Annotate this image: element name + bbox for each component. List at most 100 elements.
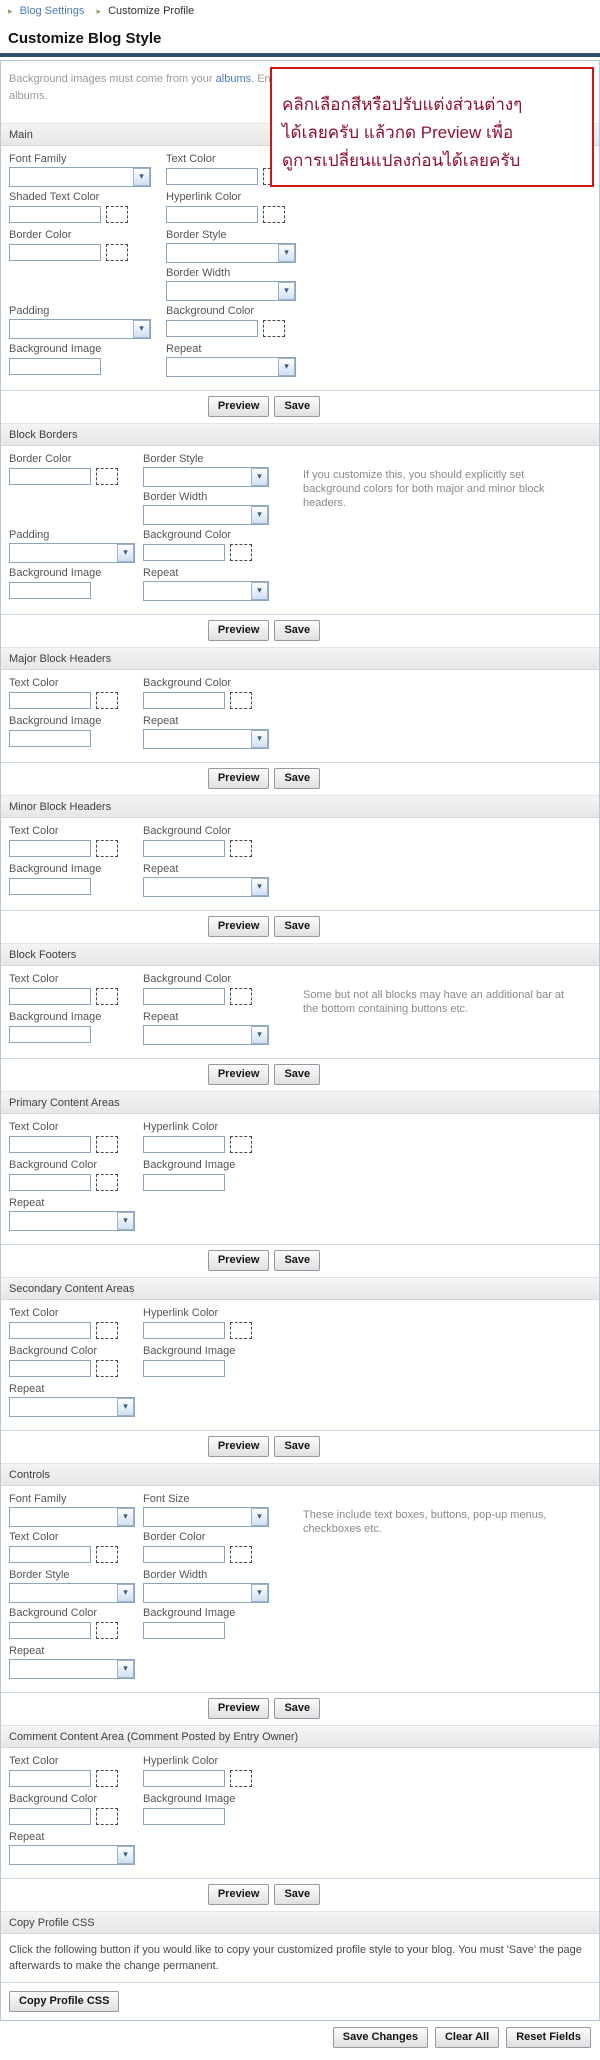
text-color-input[interactable] <box>9 840 91 857</box>
border-width-select[interactable]: ▾ <box>166 280 296 301</box>
repeat-select[interactable]: ▾ <box>143 1024 269 1045</box>
background-image-input[interactable] <box>143 1360 225 1377</box>
main-preview-button[interactable]: Preview <box>207 396 270 417</box>
background-image-input[interactable] <box>9 730 91 747</box>
albums-link[interactable]: albums <box>215 73 252 85</box>
block-borders-save-button[interactable]: Save <box>274 620 321 641</box>
background-image-input[interactable] <box>9 1026 91 1043</box>
repeat-select[interactable]: ▾ <box>9 1844 135 1865</box>
text-color-color-swatch[interactable] <box>96 840 118 857</box>
background-color-color-swatch[interactable] <box>96 1360 118 1377</box>
background-image-input[interactable] <box>9 878 91 895</box>
comment-content-area-save-button[interactable]: Save <box>274 1884 321 1905</box>
block-borders-preview-button[interactable]: Preview <box>207 620 270 641</box>
clear-all-button[interactable]: Clear All <box>434 2027 500 2048</box>
text-color-color-swatch[interactable] <box>96 988 118 1005</box>
background-color-color-swatch[interactable] <box>230 544 252 561</box>
controls-save-button[interactable]: Save <box>274 1698 321 1719</box>
background-color-input[interactable] <box>166 320 258 337</box>
text-color-color-swatch[interactable] <box>96 1136 118 1153</box>
repeat-select[interactable]: ▾ <box>9 1396 135 1417</box>
repeat-select[interactable]: ▾ <box>143 876 269 897</box>
border-color-color-swatch[interactable] <box>106 244 128 261</box>
major-block-headers-preview-button[interactable]: Preview <box>207 768 270 789</box>
border-color-color-swatch[interactable] <box>96 468 118 485</box>
background-image-input[interactable] <box>143 1808 225 1825</box>
reset-fields-button[interactable]: Reset Fields <box>506 2027 591 2048</box>
border-color-color-swatch[interactable] <box>230 1546 252 1563</box>
background-color-input[interactable] <box>9 1360 91 1377</box>
border-style-select[interactable]: ▾ <box>143 466 269 487</box>
background-image-input[interactable] <box>143 1622 225 1639</box>
main-save-button[interactable]: Save <box>274 396 321 417</box>
text-color-input[interactable] <box>9 692 91 709</box>
text-color-input[interactable] <box>166 168 258 185</box>
secondary-content-areas-save-button[interactable]: Save <box>274 1436 321 1457</box>
controls-preview-button[interactable]: Preview <box>207 1698 270 1719</box>
repeat-select[interactable]: ▾ <box>143 728 269 749</box>
minor-block-headers-preview-button[interactable]: Preview <box>207 916 270 937</box>
border-style-select[interactable]: ▾ <box>9 1582 135 1603</box>
border-width-select[interactable]: ▾ <box>143 504 269 525</box>
background-image-input[interactable] <box>9 358 101 375</box>
background-color-input[interactable] <box>9 1808 91 1825</box>
background-color-color-swatch[interactable] <box>230 988 252 1005</box>
background-color-color-swatch[interactable] <box>96 1622 118 1639</box>
background-color-input[interactable] <box>143 692 225 709</box>
background-color-input[interactable] <box>9 1622 91 1639</box>
background-color-input[interactable] <box>143 840 225 857</box>
padding-select[interactable]: ▾ <box>9 542 135 563</box>
hyperlink-color-input[interactable] <box>143 1136 225 1153</box>
border-color-input[interactable] <box>9 468 91 485</box>
background-color-color-swatch[interactable] <box>230 840 252 857</box>
hyperlink-color-input[interactable] <box>143 1770 225 1787</box>
font-size-select[interactable]: ▾ <box>143 1506 269 1527</box>
border-color-input[interactable] <box>143 1546 225 1563</box>
hyperlink-color-color-swatch[interactable] <box>263 206 285 223</box>
text-color-input[interactable] <box>9 988 91 1005</box>
repeat-select[interactable]: ▾ <box>143 580 269 601</box>
breadcrumb-link-blog-settings[interactable]: Blog Settings <box>19 5 85 17</box>
text-color-input[interactable] <box>9 1322 91 1339</box>
text-color-color-swatch[interactable] <box>96 1322 118 1339</box>
repeat-select[interactable]: ▾ <box>9 1210 135 1231</box>
font-family-select[interactable]: ▾ <box>9 166 151 187</box>
text-color-input[interactable] <box>9 1770 91 1787</box>
border-width-select[interactable]: ▾ <box>143 1582 269 1603</box>
background-color-color-swatch[interactable] <box>96 1808 118 1825</box>
hyperlink-color-color-swatch[interactable] <box>230 1136 252 1153</box>
text-color-color-swatch[interactable] <box>96 1770 118 1787</box>
padding-select[interactable]: ▾ <box>9 318 151 339</box>
background-color-color-swatch[interactable] <box>96 1174 118 1191</box>
comment-content-area-preview-button[interactable]: Preview <box>207 1884 270 1905</box>
border-color-input[interactable] <box>9 244 101 261</box>
hyperlink-color-color-swatch[interactable] <box>230 1322 252 1339</box>
repeat-select[interactable]: ▾ <box>9 1658 135 1679</box>
background-image-input[interactable] <box>143 1174 225 1191</box>
hyperlink-color-input[interactable] <box>143 1322 225 1339</box>
text-color-color-swatch[interactable] <box>96 1546 118 1563</box>
text-color-input[interactable] <box>9 1136 91 1153</box>
shaded-text-color-input[interactable] <box>9 206 101 223</box>
secondary-content-areas-preview-button[interactable]: Preview <box>207 1436 270 1457</box>
background-color-input[interactable] <box>143 544 225 561</box>
shaded-text-color-color-swatch[interactable] <box>106 206 128 223</box>
save-changes-button[interactable]: Save Changes <box>332 2027 428 2048</box>
border-style-select[interactable]: ▾ <box>166 242 296 263</box>
hyperlink-color-color-swatch[interactable] <box>230 1770 252 1787</box>
text-color-input[interactable] <box>9 1546 91 1563</box>
background-image-input[interactable] <box>9 582 91 599</box>
minor-block-headers-save-button[interactable]: Save <box>274 916 321 937</box>
background-color-input[interactable] <box>9 1174 91 1191</box>
primary-content-areas-preview-button[interactable]: Preview <box>207 1250 270 1271</box>
background-color-input[interactable] <box>143 988 225 1005</box>
primary-content-areas-save-button[interactable]: Save <box>274 1250 321 1271</box>
background-color-color-swatch[interactable] <box>263 320 285 337</box>
hyperlink-color-input[interactable] <box>166 206 258 223</box>
repeat-select[interactable]: ▾ <box>166 356 296 377</box>
font-family-select[interactable]: ▾ <box>9 1506 135 1527</box>
major-block-headers-save-button[interactable]: Save <box>274 768 321 789</box>
background-color-color-swatch[interactable] <box>230 692 252 709</box>
block-footers-preview-button[interactable]: Preview <box>207 1064 270 1085</box>
block-footers-save-button[interactable]: Save <box>274 1064 321 1085</box>
